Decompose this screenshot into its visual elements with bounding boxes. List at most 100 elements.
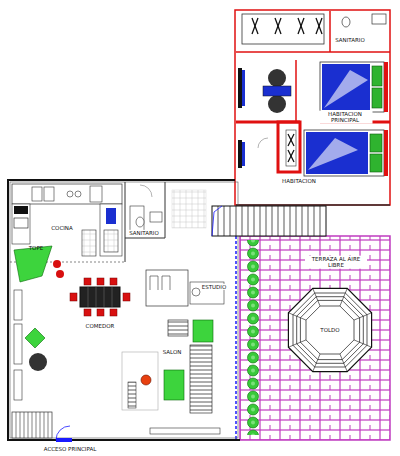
plan-line xyxy=(340,288,347,306)
plan-rect xyxy=(80,287,120,307)
plan-rect xyxy=(106,208,116,224)
plan-rect xyxy=(372,66,382,86)
plan-path xyxy=(150,276,170,290)
awning-octagon: TOLDO xyxy=(284,284,376,376)
plan-line xyxy=(275,18,281,34)
plan-line xyxy=(278,206,279,236)
plan-line xyxy=(329,11,331,52)
plan-ellipse xyxy=(136,217,144,227)
plan-circle xyxy=(56,270,64,278)
plan-rect xyxy=(242,142,245,166)
plan-line xyxy=(252,18,258,34)
plan-line xyxy=(320,206,321,236)
plan-line xyxy=(252,18,258,34)
plan-path xyxy=(140,185,152,197)
plan-line xyxy=(125,182,126,262)
plan-circle xyxy=(192,288,200,296)
plan-line xyxy=(40,412,41,438)
plan-rect xyxy=(90,186,102,202)
plan-polygon xyxy=(14,246,52,282)
plan-rect xyxy=(306,132,368,174)
plan-line xyxy=(314,206,315,236)
plan-circle xyxy=(75,191,81,197)
plan-rect xyxy=(164,370,184,400)
plan-polygon xyxy=(306,306,354,354)
plan-line xyxy=(288,340,306,347)
plan-line xyxy=(302,206,303,236)
plan-line xyxy=(266,206,267,236)
plan-line xyxy=(295,60,297,122)
plan-rect xyxy=(304,130,384,176)
plan-line xyxy=(316,18,322,34)
node-text: TOLDO xyxy=(319,327,340,333)
plan-line xyxy=(288,313,306,320)
plan-circle xyxy=(268,95,286,113)
plan-path xyxy=(324,70,368,108)
plan-rect xyxy=(97,309,104,316)
plan-polygon xyxy=(297,297,364,364)
plan-polyline xyxy=(8,180,240,440)
plan-path xyxy=(212,206,222,236)
plan-line xyxy=(354,313,372,320)
plan-line xyxy=(288,150,294,162)
plan-rect xyxy=(12,412,52,438)
plan-rect xyxy=(240,240,262,435)
plan-rect xyxy=(14,218,28,228)
plan-rect xyxy=(123,293,130,301)
plan-rect xyxy=(168,320,188,336)
plan-rect xyxy=(146,270,188,306)
plan-rect xyxy=(14,324,22,364)
plan-rect xyxy=(212,206,326,236)
plan-rect xyxy=(370,154,382,172)
plan-g xyxy=(70,278,130,316)
plan-rect xyxy=(238,140,242,168)
plan-line xyxy=(112,287,113,307)
plan-rect xyxy=(130,206,144,232)
plan-line xyxy=(288,134,294,146)
plan-rect xyxy=(278,122,300,172)
plan-line xyxy=(296,206,297,236)
plan-line xyxy=(236,51,390,53)
plan-line xyxy=(88,287,89,307)
room-label: HABITACION xyxy=(281,178,317,184)
plan-line xyxy=(313,288,320,306)
plan-rect xyxy=(14,290,22,320)
plan-g xyxy=(252,18,322,34)
plan-line xyxy=(354,340,372,347)
plan-line xyxy=(224,206,225,236)
plan-line xyxy=(230,206,231,236)
plan-rect xyxy=(242,14,324,44)
room-label: HABITACION PRINCIPAL xyxy=(318,111,373,124)
plan-line xyxy=(288,150,294,162)
plan-rect xyxy=(14,206,28,214)
plan-rect xyxy=(238,68,242,108)
plan-rect xyxy=(110,278,117,285)
plan-circle xyxy=(268,69,286,87)
plan-polygon xyxy=(300,300,359,359)
plan-rect xyxy=(372,14,386,24)
plan-line xyxy=(24,412,25,438)
plan-rect xyxy=(372,88,382,108)
plan-rect xyxy=(370,134,382,152)
room-label: ESTUDIO xyxy=(201,284,228,290)
plan-line xyxy=(284,206,285,236)
plan-rect xyxy=(104,230,118,252)
plan-rect xyxy=(193,320,213,342)
plan-rect xyxy=(384,62,388,112)
plan-line xyxy=(235,236,237,440)
room-label: COMEDOR xyxy=(85,323,116,329)
plan-line xyxy=(104,287,105,307)
plan-rect xyxy=(242,70,245,106)
plan-rect xyxy=(32,187,42,201)
plan-line xyxy=(32,412,33,438)
plan-rect xyxy=(235,10,390,205)
plan-line xyxy=(20,412,21,438)
plan-rect xyxy=(82,230,96,256)
plan-line xyxy=(298,18,304,34)
plan-line xyxy=(275,18,281,34)
plan-rect xyxy=(97,278,104,285)
plan-circle xyxy=(67,191,73,197)
room-label: SANITARIO xyxy=(334,37,366,43)
plan-path xyxy=(258,138,268,148)
